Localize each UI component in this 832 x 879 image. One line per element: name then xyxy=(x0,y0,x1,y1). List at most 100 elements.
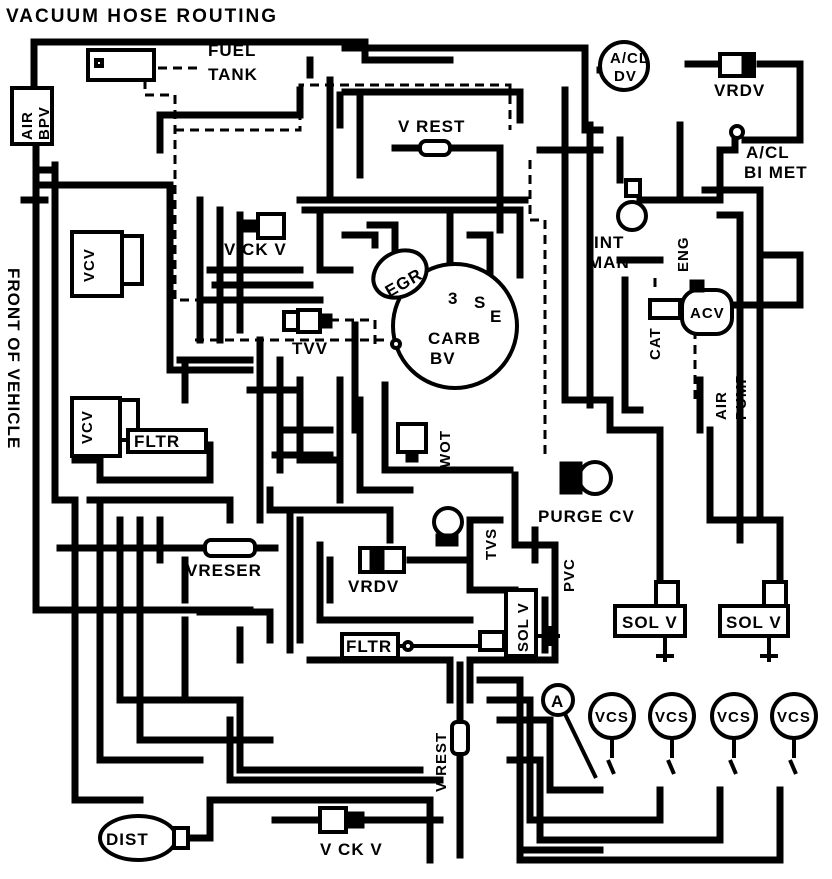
a-marker: A xyxy=(541,683,598,779)
pvc-label: PVC xyxy=(561,558,578,592)
cat-label: CAT xyxy=(647,327,664,360)
sol-v-center-body xyxy=(504,588,538,658)
sol-v-right-2: SOL V xyxy=(718,580,790,662)
ac-bimet-label-a: A/CL xyxy=(746,143,790,162)
hose-carb-egr xyxy=(341,221,399,254)
tvs-base xyxy=(435,533,459,547)
hose-lower-grid-4 xyxy=(181,356,299,404)
carb-port-e: E xyxy=(490,307,502,326)
vcs-3-label: VCS xyxy=(717,709,751,726)
hose-vrdv-tvs xyxy=(406,516,504,564)
vcv-top-valve: VCV xyxy=(70,230,144,298)
vcs-2-label: VCS xyxy=(655,709,689,726)
sol-v-2-port xyxy=(762,580,788,608)
v-rest-top-label: V REST xyxy=(398,117,465,136)
intake-manifold-port: INT MAN xyxy=(588,178,648,272)
sol-v-center-terminal xyxy=(536,626,560,646)
front-of-vehicle-text: FRONT OF VEHICLE xyxy=(4,268,23,449)
vck-v-top-body xyxy=(256,212,286,240)
sol-v-1-label: SOL V xyxy=(622,613,678,632)
hose-bottom-4 xyxy=(506,756,724,844)
a-marker-circle xyxy=(541,683,575,717)
hose-network xyxy=(20,38,804,864)
ac-dv-label-b: DV xyxy=(614,68,637,85)
vreser-body xyxy=(203,538,257,558)
eng-label: ENG xyxy=(675,236,692,272)
vrdv-top-label: VRDV xyxy=(714,81,765,100)
carburetor: EGR 3 S E CARB BV xyxy=(371,248,519,390)
vcs-sensor-4: VCS xyxy=(770,692,818,775)
sol-v-2-label: SOL V xyxy=(726,613,782,632)
acv-valve: ENG ACV CAT AIR PUMP xyxy=(647,236,750,420)
acv-left-port xyxy=(648,298,682,320)
vcs-1-stem xyxy=(606,738,616,775)
hose-right-col xyxy=(561,86,664,584)
hose-carb-ports xyxy=(446,211,494,284)
hose-fltr-mid xyxy=(71,441,214,484)
v-rest-top: V REST xyxy=(398,117,465,157)
purge-cv-circle xyxy=(577,460,613,496)
distributor: DIST xyxy=(98,814,190,862)
pvc-label-group: PVC xyxy=(561,558,578,592)
a-marker-label: A xyxy=(551,692,564,711)
v-rest-top-body xyxy=(418,139,452,157)
hose-wot-line xyxy=(381,381,514,474)
vck-v-bottom: V CK V xyxy=(318,806,382,859)
sol-v-center-port xyxy=(478,630,506,652)
vcs-3-stem xyxy=(728,738,738,775)
ac-dv-valve: A/CL DV xyxy=(598,40,650,92)
hose-v-rest-vertical xyxy=(456,661,474,859)
vrdv-mid-label: VRDV xyxy=(348,577,399,596)
front-of-vehicle-label: FRONT OF VEHICLE xyxy=(4,268,23,449)
vcs-2-stem xyxy=(666,738,676,775)
wot-body xyxy=(396,422,428,454)
vck-v-bottom-cap xyxy=(345,811,365,829)
vcs-sensor-2: VCS xyxy=(648,692,696,775)
wot-switch: WOT xyxy=(396,422,454,468)
vcs-1-label: VCS xyxy=(595,709,629,726)
v-rest-vertical: V REST xyxy=(433,720,470,792)
dist-port xyxy=(172,826,190,850)
vck-v-top-cap xyxy=(237,219,259,233)
tvs-label: TVS xyxy=(483,528,500,560)
sol-v-1-terminal xyxy=(656,636,674,662)
hose-lower-grid-3 xyxy=(351,321,414,494)
hose-fltr-line xyxy=(306,656,454,704)
fuel-tank-connector: FUEL TANK xyxy=(86,41,258,84)
hose-dist xyxy=(176,796,434,864)
v-rest-vertical-label: V REST xyxy=(433,732,450,792)
vreser: VRESER xyxy=(186,538,261,580)
sol-v-center: SOL V FLTR xyxy=(340,588,560,660)
hose-left-3 xyxy=(36,166,254,374)
hose-v-rest-drop xyxy=(336,91,364,179)
vrdv-top-cap xyxy=(741,53,755,77)
hose-carb-top xyxy=(296,196,529,279)
hose-right-inner xyxy=(696,211,774,544)
air-label: AIR xyxy=(713,391,730,420)
carb-port-3: 3 xyxy=(448,289,458,308)
hose-vreser-drop xyxy=(181,556,224,704)
sol-v-right-1: SOL V xyxy=(613,580,687,662)
fltr-low-port xyxy=(402,640,414,652)
purge-cv-label: PURGE CV xyxy=(538,507,635,526)
hose-center-col xyxy=(286,506,304,654)
tvv-label: TVV xyxy=(292,339,328,358)
ac-dv-label-a: A/CL xyxy=(610,50,649,67)
acv-label: ACV xyxy=(690,305,725,322)
tank-label: TANK xyxy=(208,65,258,84)
ac-bimet-sensor: A/CL BI MET xyxy=(729,124,807,182)
carb-body xyxy=(391,262,519,390)
hose-lower-cross xyxy=(266,486,394,544)
vcv-mid-valve: VCV FLTR xyxy=(70,396,208,458)
hose-bottom-5 xyxy=(516,786,784,864)
dash-tvv xyxy=(330,318,377,350)
hose-bottom-2 xyxy=(486,696,664,824)
sol-v-1-body xyxy=(613,604,687,638)
acv-top-port xyxy=(689,279,705,293)
hose-lower-grid-2 xyxy=(271,376,344,504)
hose-upper-mid xyxy=(306,56,334,204)
hose-vreser-low xyxy=(196,608,274,664)
air-bpv-label-a: AIR xyxy=(19,111,36,140)
hose-bottom-3 xyxy=(496,716,604,794)
